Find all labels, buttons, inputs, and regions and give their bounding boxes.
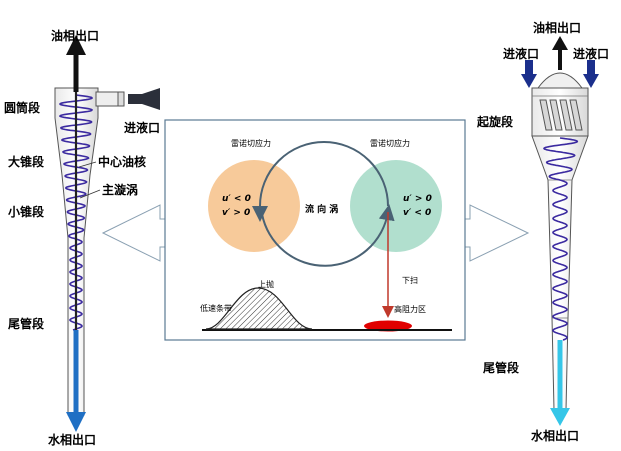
right-reynolds-label: 雷诺切应力 <box>370 138 410 148</box>
high-resistance-label: 高阻力区 <box>394 304 426 314</box>
right-guide-vanes <box>539 99 583 131</box>
low-speed-streak-hump <box>205 287 313 330</box>
low-speed-streak-label: 低速条带 <box>200 303 232 313</box>
left-cylinder-section-label: 圆筒段 <box>4 100 41 115</box>
left-oil-outlet-label: 油相出口 <box>51 28 99 43</box>
right-oil-outlet-label: 油相出口 <box>533 20 581 35</box>
right-oil-outlet-arrow <box>552 36 568 50</box>
high-resistance-zone <box>364 320 412 332</box>
left-tail-pipe-label: 尾管段 <box>8 316 45 331</box>
upthrow-label: 上抛 <box>258 279 274 289</box>
left-inlet-arrow <box>128 88 160 110</box>
right-separator: 油相出口 进液口 进液口 起旋段 尾管段 水相出口 <box>476 20 609 443</box>
right-water-outlet-label: 水相出口 <box>531 428 579 443</box>
right-v-prime: v′ < 0 <box>403 208 431 218</box>
left-oil-outlet-arrow <box>66 35 86 55</box>
left-reynolds-label: 雷诺切应力 <box>231 138 271 148</box>
left-main-vortex-label: 主漩涡 <box>102 182 138 197</box>
flow-vortex-label: 流 向 涡 <box>305 203 338 215</box>
left-main-vortex-spiral <box>59 94 94 331</box>
right-swirl-section-label: 起旋段 <box>476 114 514 129</box>
left-water-outlet-arrow <box>66 412 86 432</box>
left-u-prime: u′ < 0 <box>222 194 251 204</box>
right-u-prime: u′ > 0 <box>403 194 432 204</box>
left-central-oil-core-label: 中心油核 <box>98 154 146 169</box>
left-separator: 油相出口 进液口 圆筒段 大锥段 中心油核 主漩涡 小锥段 尾管段 水相出口 <box>4 28 160 447</box>
right-separator-dome <box>537 72 583 89</box>
right-tail-pipe-label: 尾管段 <box>483 360 520 375</box>
right-vortex-spiral <box>543 137 579 341</box>
left-water-outlet-label: 水相出口 <box>48 432 96 447</box>
flow-vortex-ring-lower <box>261 204 395 267</box>
left-pointer-arrow <box>101 204 166 262</box>
left-v-prime: v′ > 0 <box>222 208 250 218</box>
right-water-outlet-arrow <box>550 408 570 426</box>
right-inlet-left-arrow <box>521 74 537 88</box>
right-pointer-arrow <box>464 204 530 262</box>
left-small-cone-label: 小锥段 <box>8 204 45 219</box>
right-inlet-right-label: 进液口 <box>573 46 609 61</box>
flow-vortex-ring <box>252 141 389 222</box>
left-large-cone-label: 大锥段 <box>8 154 45 169</box>
left-reynolds-circle <box>208 160 300 252</box>
right-reynolds-circle <box>350 160 442 252</box>
downsweep-label: 下扫 <box>402 275 418 285</box>
right-inlet-left-label: 进液口 <box>503 46 539 61</box>
left-inlet-label: 进液口 <box>124 120 160 135</box>
right-inlet-right-arrow <box>583 74 599 88</box>
center-panel: 雷诺切应力 雷诺切应力 u′ < 0 v′ > 0 u′ > 0 v′ < 0 … <box>164 119 466 341</box>
